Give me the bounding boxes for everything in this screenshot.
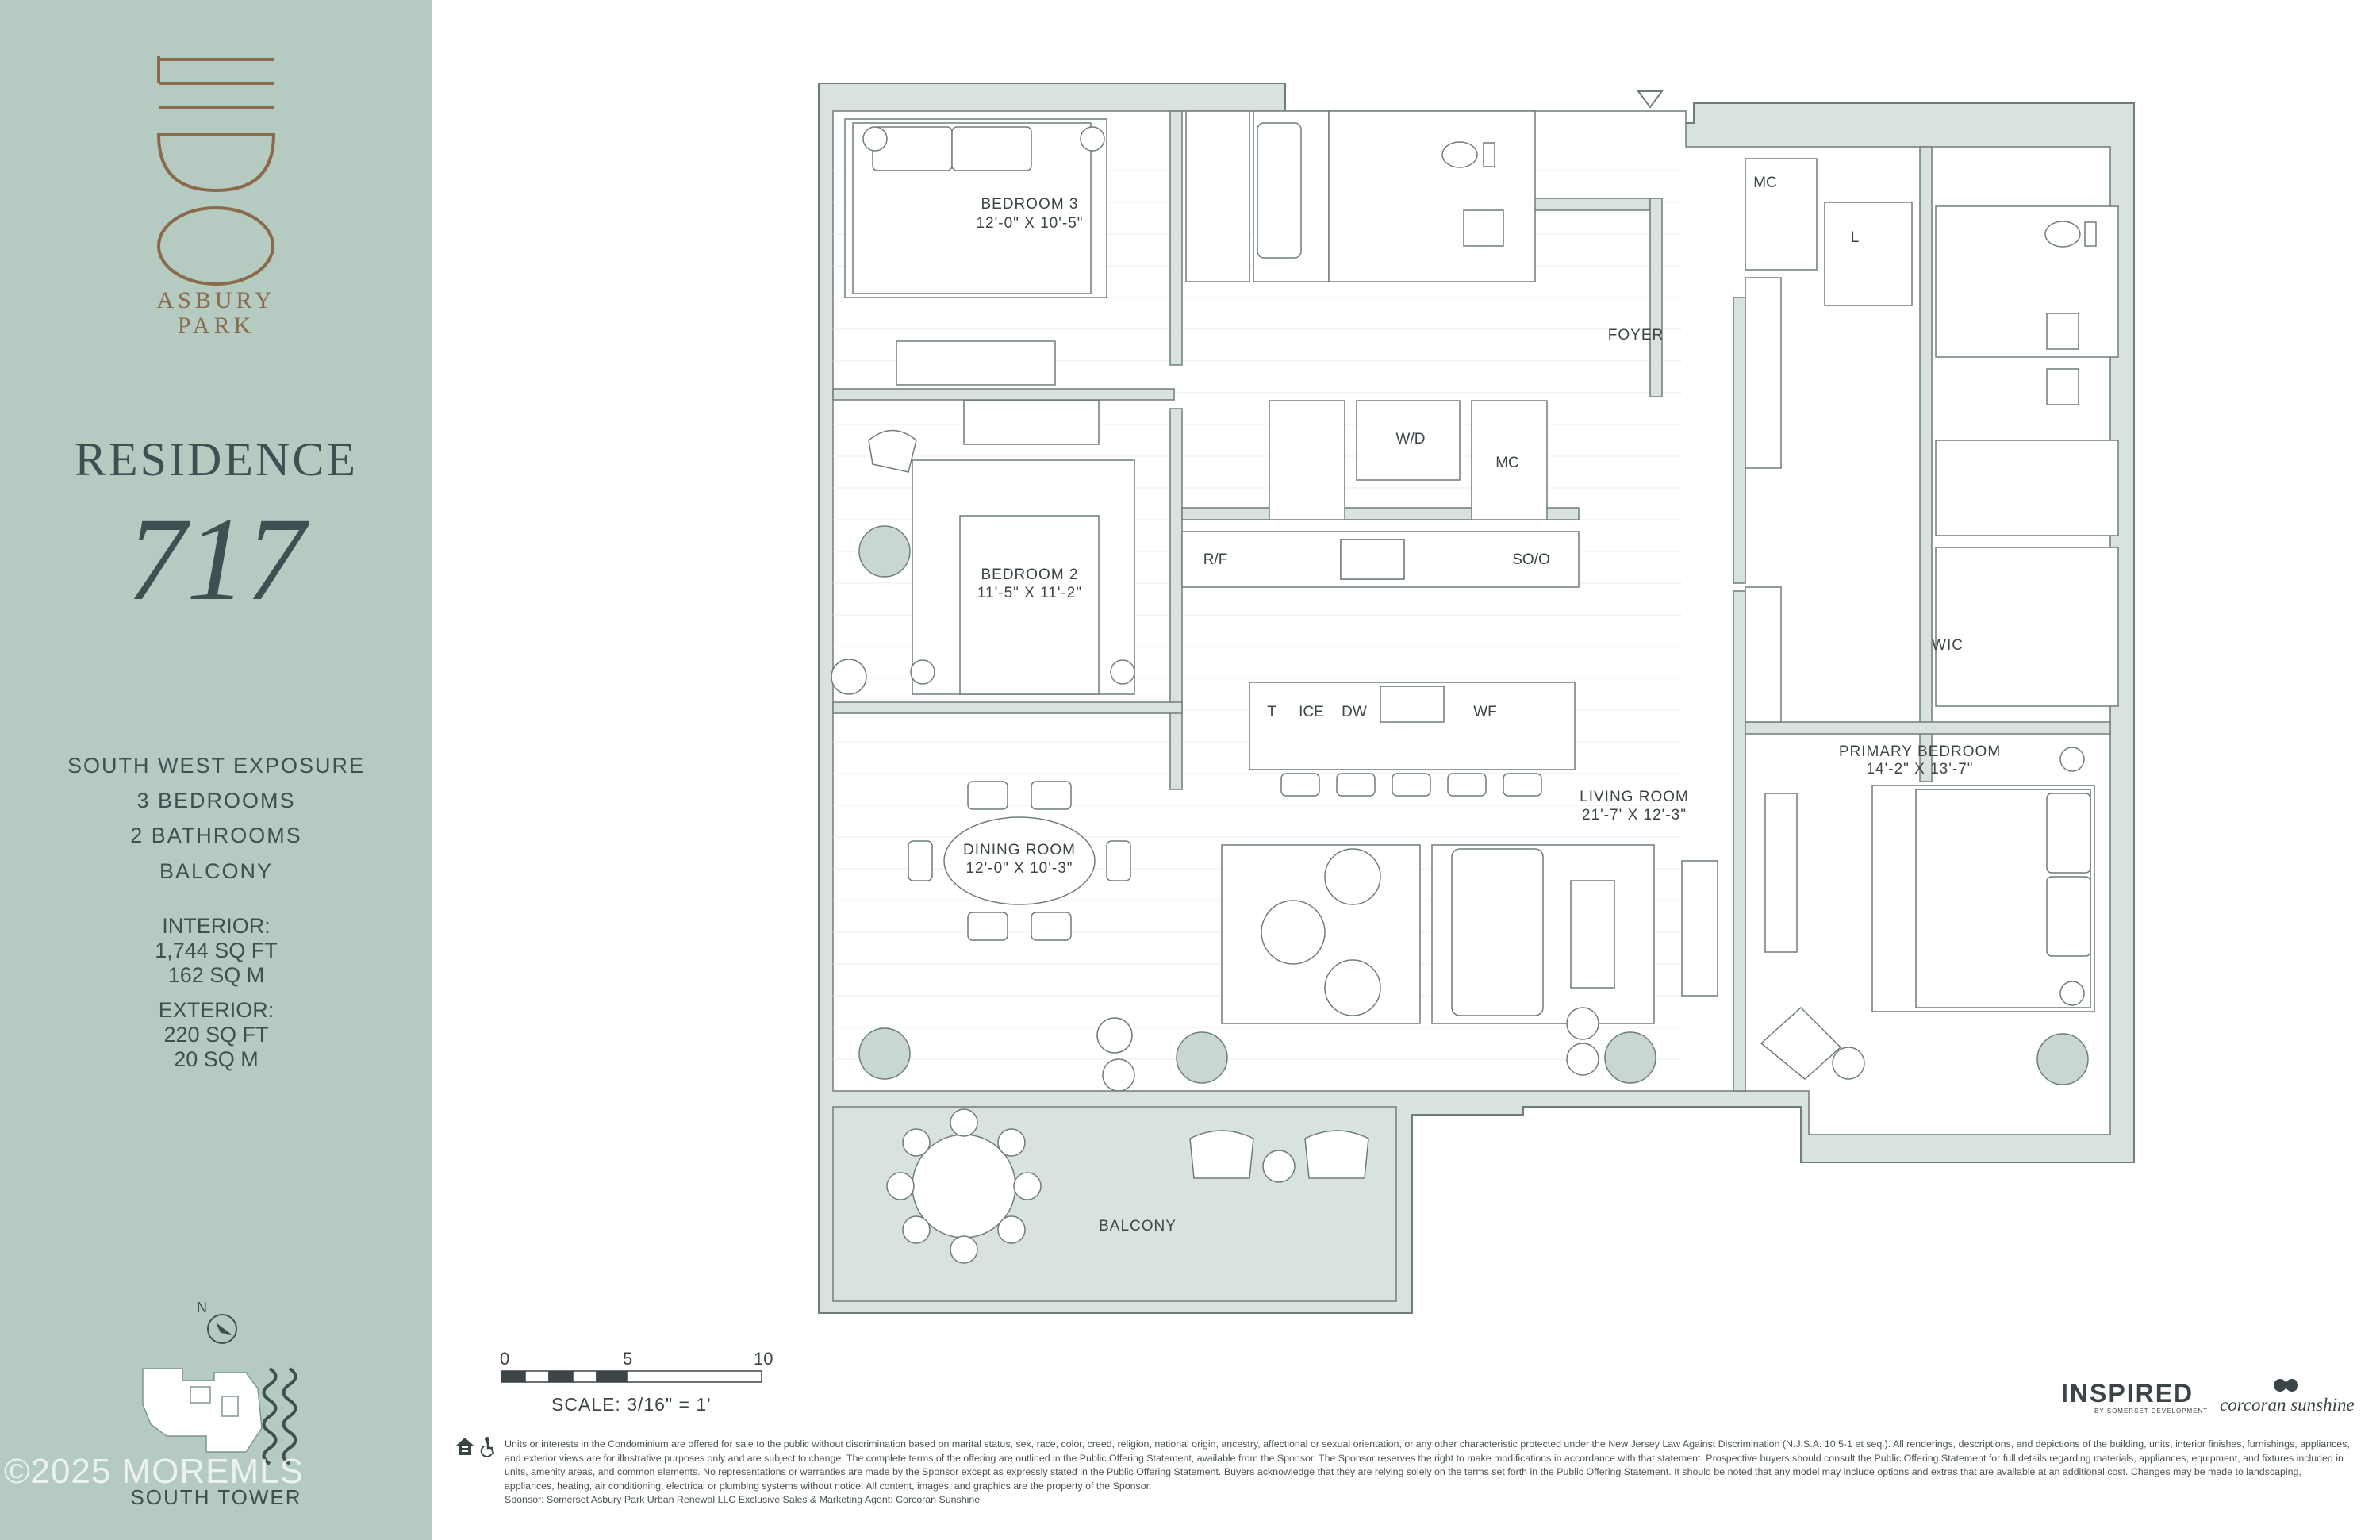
feature-bathrooms: 2 BATHROOMS (130, 824, 302, 847)
sponsor-text: Sponsor: Somerset Asbury Park Urban Rene… (505, 1494, 981, 1505)
bar-stools (1280, 773, 1542, 797)
plant-icon (831, 659, 1599, 1092)
corcoran-logo-icon (2274, 1379, 2298, 1392)
bedroom3-label: BEDROOM 3 (981, 196, 1078, 213)
watermark: ©2025 MOREMLS (4, 1452, 304, 1491)
entry-marker-icon (1637, 90, 1664, 109)
north-label: N (197, 1300, 207, 1315)
interior-sqm: 162 SQ M (167, 963, 265, 987)
scale-bar: 0 5 10 (500, 1349, 773, 1383)
mc-kitchen-label: MC (1495, 455, 1519, 471)
scale-tick-5: 5 (623, 1349, 632, 1369)
cooktop-icon (1340, 539, 1405, 580)
wave-icon (282, 1367, 298, 1465)
bedroom3-dims: 12'-0" X 10'-5" (976, 215, 1083, 232)
dining-furniture (908, 781, 1131, 941)
exterior-label: EXTERIOR: (158, 998, 274, 1022)
primary-bedroom-label: PRIMARY BEDROOM (1839, 743, 2001, 760)
living-dims: 21'-7' X 12'-3" (1582, 807, 1687, 824)
feature-exposure: SOUTH WEST EXPOSURE (67, 754, 366, 778)
dining-dims: 12'-0" X 10'-3" (965, 860, 1073, 877)
interior-sqft: 1,744 SQ FT (155, 939, 278, 962)
scale-text: SCALE: 3/16" = 1' (551, 1394, 712, 1415)
foyer-label: FOYER (1608, 327, 1664, 344)
residence-label: RESIDENCE (75, 433, 358, 486)
floor-plan: BEDROOM 3 12'-0" X 10'-5" BEDROOM 2 11'-… (818, 83, 2135, 1314)
primary-bedroom-dims: 14'-2" X 13'-7" (1866, 761, 1973, 778)
bathroom-fixtures (1253, 110, 2119, 707)
compass-icon (207, 1314, 237, 1344)
closets (1185, 110, 1913, 723)
living-label: LIVING ROOM (1580, 789, 1689, 805)
primary-bedroom-furniture (1760, 747, 2095, 1085)
equal-housing-icon (456, 1438, 474, 1455)
balcony-label: BALCONY (1099, 1218, 1177, 1235)
site-map: N (142, 1300, 298, 1465)
interior-label: INTERIOR: (162, 914, 271, 938)
soo-label: SO/O (1512, 551, 1550, 568)
bedroom2-dims: 11'-5" X 11'-2" (977, 585, 1082, 601)
living-furniture (1176, 844, 1718, 1084)
residence-number: 717 (127, 493, 305, 625)
dining-label: DINING ROOM (963, 842, 1076, 858)
mc-foyer-label: MC (1753, 175, 1777, 191)
wic-label: WIC (1932, 637, 1964, 654)
site-outline-icon (142, 1368, 263, 1453)
logo-subtitle-2: PARK (177, 313, 255, 339)
lido-logo (156, 56, 276, 286)
sidebar: ASBURY PARK RESIDENCE 717 SOUTH WEST EXP… (0, 0, 432, 1540)
wf-label: WF (1473, 704, 1497, 720)
ice-label: ICE (1299, 704, 1324, 720)
bedroom2-label: BEDROOM 2 (981, 566, 1078, 583)
bedroom2-furniture (858, 400, 1135, 695)
logo-subtitle-1: ASBURY (156, 287, 276, 313)
laundry-label: L (1851, 229, 1860, 246)
scale-tick-0: 0 (500, 1349, 509, 1369)
exterior-sqft: 220 SQ FT (163, 1023, 269, 1047)
accessibility-icon (480, 1437, 495, 1457)
south-tower-label: SOUTH TOWER (130, 1485, 302, 1509)
balcony-furniture (832, 1027, 1397, 1302)
wd-label: W/D (1396, 431, 1426, 447)
feature-balcony: BALCONY (159, 859, 274, 883)
inspired-logo: INSPIRED (2061, 1379, 2194, 1408)
bedroom3-furniture (844, 118, 1107, 386)
scale-segments (501, 1370, 762, 1383)
fair-housing-icons (456, 1437, 495, 1457)
wave-icon (262, 1367, 278, 1465)
scale-tick-10: 10 (754, 1349, 773, 1369)
exterior-sqm: 20 SQ M (174, 1047, 259, 1071)
disclaimer-text: Units or interests in the Condominium ar… (505, 1438, 2350, 1492)
feature-bedrooms: 3 BEDROOMS (136, 789, 296, 812)
legal-disclaimer: Units or interests in the Condominium ar… (505, 1438, 2353, 1507)
rf-label: R/F (1203, 551, 1228, 568)
corcoran-logo: corcoran sunshine (2220, 1395, 2355, 1415)
dw-label: DW (1342, 704, 1367, 720)
trash-label: T (1267, 704, 1276, 720)
inspired-subtitle: BY SOMERSET DEVELOPMENT (2094, 1408, 2209, 1415)
